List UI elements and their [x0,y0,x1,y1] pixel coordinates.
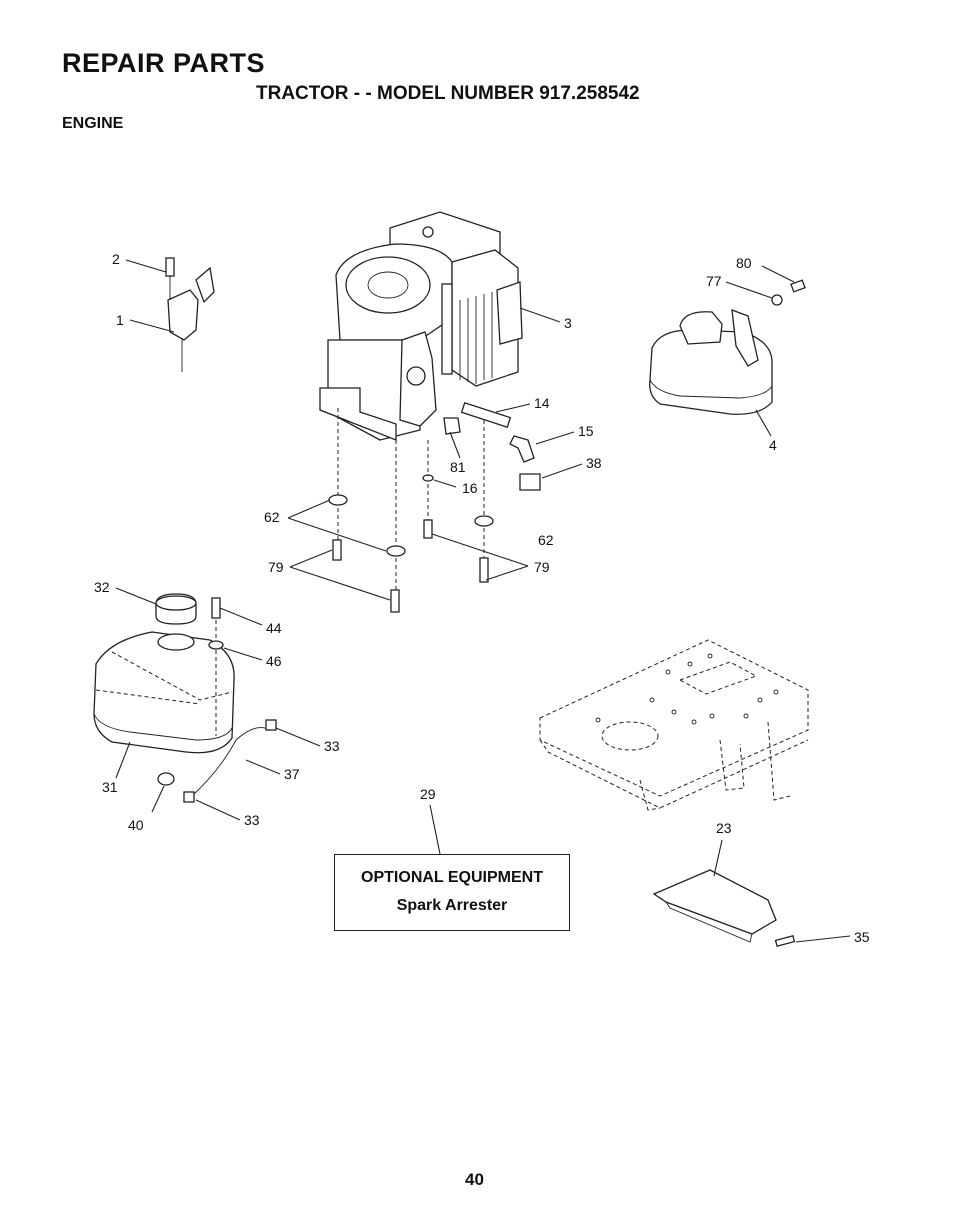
optional-equipment-item: Spark Arrester [396,897,508,914]
callout-2: 2 [112,251,120,267]
throttle-control-part [165,257,215,372]
callout-numbers: 2 1 3 80 77 4 14 15 38 81 16 62 62 79 79… [94,251,870,945]
callout-44: 44 [266,620,282,636]
mounting-hardware [287,408,529,613]
page-number: 40 [465,1170,484,1189]
muffler-part [649,279,806,415]
section-heading: ENGINE [62,115,124,132]
callout-81: 81 [450,459,466,475]
callout-33-bottom: 33 [244,812,260,828]
page-title: REPAIR PARTS [62,48,266,78]
callout-62-left: 62 [264,509,280,525]
callout-leader-lines [115,259,851,943]
callout-29: 29 [420,786,436,802]
callout-38: 38 [586,455,602,471]
callout-77: 77 [706,273,722,289]
callout-46: 46 [266,653,282,669]
callout-33-top: 33 [324,738,340,754]
callout-79-right: 79 [534,559,550,575]
callout-1: 1 [116,312,124,328]
spark-arrester-part [652,869,796,948]
callout-31: 31 [102,779,118,795]
tractor-frame-outline [539,639,809,811]
callout-80: 80 [736,255,752,271]
callout-37: 37 [284,766,300,782]
callout-32: 32 [94,579,110,595]
callout-35: 35 [854,929,870,945]
callout-62-right: 62 [538,532,554,548]
callout-40: 40 [128,817,144,833]
callout-3: 3 [564,315,572,331]
callout-79-left: 79 [268,559,284,575]
callout-16: 16 [462,480,478,496]
fuel-tank-part [93,593,277,803]
model-subtitle: TRACTOR - - MODEL NUMBER 917.258542 [256,83,640,104]
callout-23: 23 [716,820,732,836]
callout-14: 14 [534,395,550,411]
optional-equipment-box: OPTIONAL EQUIPMENT Spark Arrester [334,854,570,931]
fuel-fittings [422,402,541,491]
engine-part [319,211,523,441]
optional-equipment-title: OPTIONAL EQUIPMENT [361,869,543,886]
callout-15: 15 [578,423,594,439]
callout-4: 4 [769,437,777,453]
